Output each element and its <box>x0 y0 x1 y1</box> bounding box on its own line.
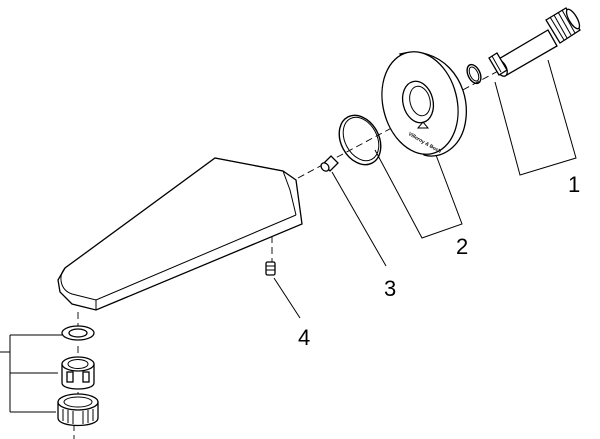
part-extension-pipe <box>466 7 581 85</box>
leader-lines <box>273 59 577 319</box>
part-escutcheon: Villeroy & Boch <box>338 51 467 166</box>
aerator-callout-bracket <box>0 334 62 413</box>
callout-number-1: 1 <box>568 172 580 197</box>
aerator-set <box>57 325 99 427</box>
callout-numbers: 1 2 3 4 <box>298 172 580 350</box>
part-set-screw <box>265 261 276 276</box>
callout-number-3: 3 <box>384 276 396 301</box>
callout-number-2: 2 <box>456 234 468 259</box>
spout-body <box>57 157 303 311</box>
part-retaining-pin <box>320 155 339 172</box>
callout-number-4: 4 <box>298 325 310 350</box>
